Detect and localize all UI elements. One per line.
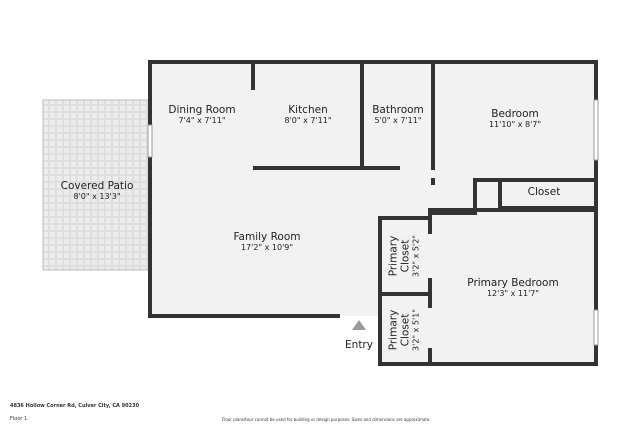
address: 4836 Hollow Corner Rd, Culver City, CA 9… [10,403,140,409]
disclaimer: Floor plans/tour cannot be used for buil… [222,417,431,422]
entry-label: Entry [345,339,373,351]
room-dim: 12'3" x 11'7" [486,289,540,298]
windows [147,99,599,346]
room-name: Bathroom [372,104,424,116]
room-dim: 8'0" x 7'11" [284,116,332,125]
room-name: Primary Closet [387,235,412,277]
room-name: Closet [527,186,561,198]
room-name: Kitchen [288,104,328,116]
room-dim: 5'0" x 7'11" [374,116,422,125]
room-closet: Closet [528,186,561,198]
room-name: Dining Room [168,104,236,116]
room-dim: 7'4" x 7'11" [178,116,226,125]
room-dim: 8'0" x 13'3" [73,192,121,201]
patio-floor [42,99,151,271]
room-dim: 3'2" x 5'1" [411,309,421,351]
walls [148,60,598,366]
room-name: Primary Closet [387,309,412,351]
room-name: Covered Patio [60,180,134,192]
room-name: Primary Bedroom [467,277,559,289]
room-name: Family Room [233,231,301,243]
room-dim: 3'2" x 5'2" [411,235,421,277]
primary-floor [380,210,596,364]
room-dim: 17'2" x 10'9" [240,243,294,252]
floor-label: Floor 1 [10,416,28,422]
entry-arrow-icon [352,320,366,330]
room-dim: 11'10" x 8'7" [488,120,542,129]
room-name: Bedroom [491,108,539,120]
